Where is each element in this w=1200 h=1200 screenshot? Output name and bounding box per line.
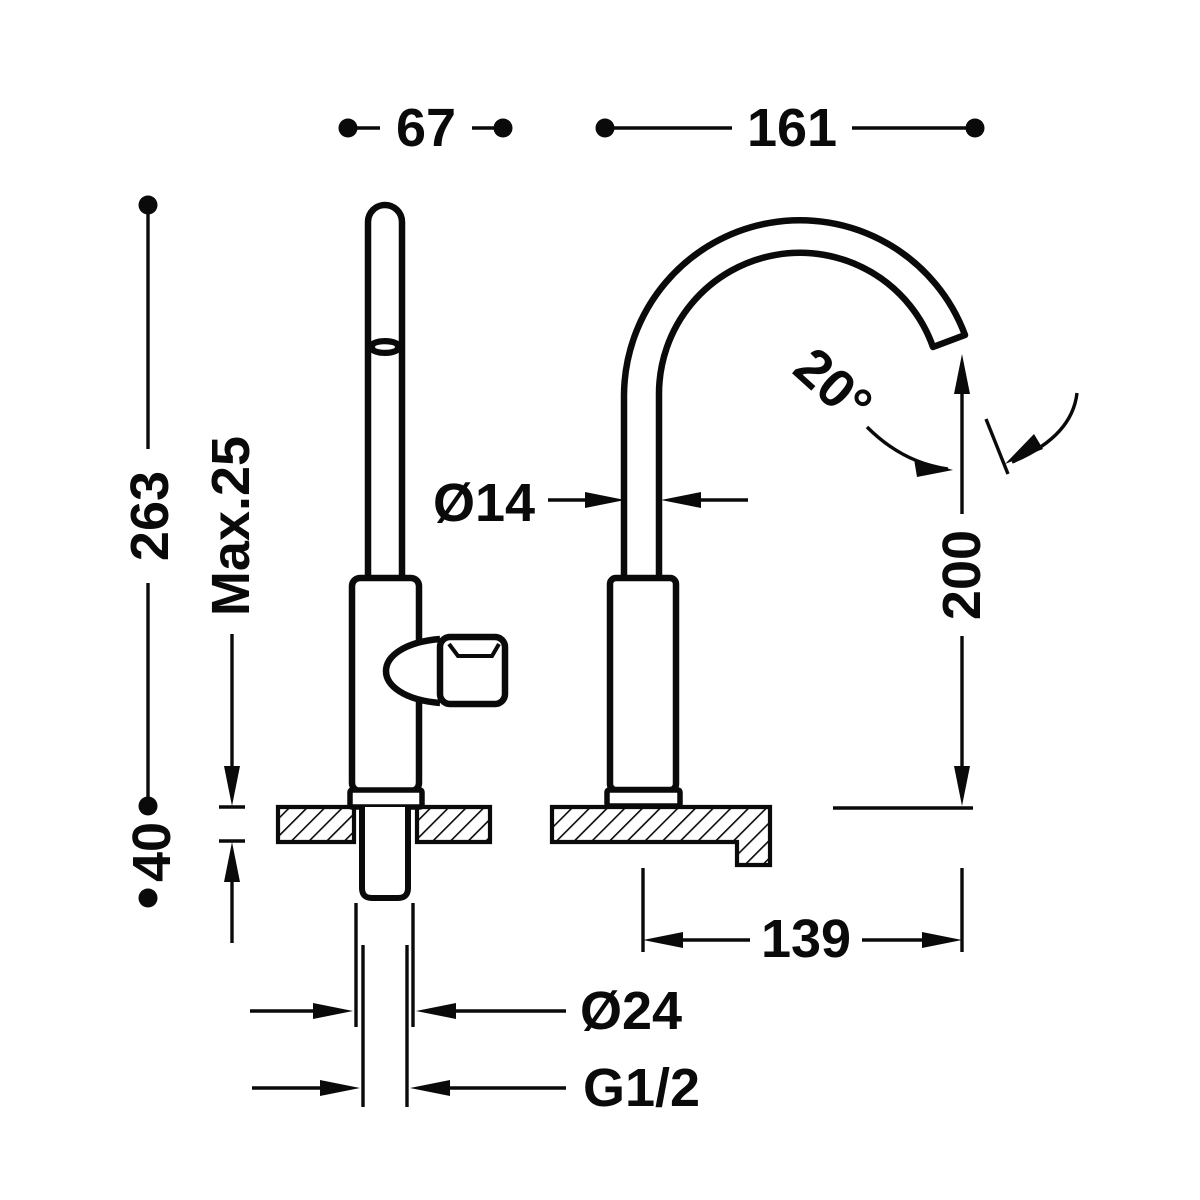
arrow-right bbox=[585, 492, 625, 508]
countertop-section-front-view bbox=[549, 804, 773, 868]
arrow-down bbox=[224, 766, 240, 806]
handle-bevel-line bbox=[447, 642, 501, 658]
dim-spout-height-label: 200 bbox=[932, 530, 992, 620]
arrow-left bbox=[410, 1080, 450, 1096]
dim-spout-outlet-height: 200 bbox=[833, 354, 992, 810]
arrow-right bbox=[313, 1003, 353, 1019]
gooseneck-spout bbox=[620, 217, 969, 580]
countertop-section-side-view bbox=[275, 804, 493, 845]
dim-endpoint-dot bbox=[138, 796, 158, 816]
faucet-body-front bbox=[606, 574, 680, 794]
dim-base-diameter: Ø24 bbox=[250, 903, 682, 1041]
dim-spout-reach: 139 bbox=[641, 868, 964, 969]
angle-arc-left bbox=[865, 425, 949, 471]
arrow-down bbox=[954, 766, 970, 806]
spout-tube-side bbox=[364, 201, 406, 580]
dim-endpoint-dot bbox=[138, 195, 158, 215]
arrow-left bbox=[643, 932, 683, 948]
dim-spout-tube-diameter: Ø14 bbox=[433, 473, 748, 533]
base-flange-side bbox=[347, 787, 425, 810]
dim-depth-label: 67 bbox=[396, 98, 456, 158]
counter-slab-with-edge-profile bbox=[549, 804, 773, 868]
angle-arrowhead-left bbox=[914, 459, 953, 477]
dim-depth: 67 bbox=[338, 98, 513, 158]
base-flange-front bbox=[604, 787, 683, 809]
threaded-shank bbox=[359, 807, 411, 901]
counter-slab-left-of-shank bbox=[275, 804, 357, 845]
dim-inlet-thread: G1/2 bbox=[252, 945, 700, 1118]
arrow-right bbox=[922, 932, 962, 948]
dim-shank-length: 40 bbox=[122, 822, 182, 908]
dim-height-above-deck: 263 bbox=[120, 195, 180, 816]
handle-joint bbox=[382, 635, 441, 707]
arrow-left bbox=[661, 492, 701, 508]
dim-reach-label: 139 bbox=[761, 909, 851, 969]
dim-spout-diameter-label: Ø14 bbox=[433, 473, 535, 533]
arrow-up bbox=[954, 354, 970, 394]
dim-overall-width-label: 161 bbox=[747, 98, 837, 158]
faucet-side-view bbox=[347, 201, 509, 901]
arrow-right bbox=[320, 1080, 360, 1096]
faucet-front-view bbox=[604, 217, 969, 809]
counter-slab-right-of-shank bbox=[414, 804, 493, 845]
dim-overall-width: 161 bbox=[595, 98, 985, 158]
aerator-slot bbox=[375, 344, 395, 350]
arrow-up bbox=[224, 842, 240, 882]
angle-reference-tick bbox=[984, 418, 1010, 475]
dim-base-diameter-label: Ø24 bbox=[580, 981, 682, 1041]
dim-height-label: 263 bbox=[120, 471, 180, 561]
angle-arrowhead-right bbox=[1005, 434, 1043, 464]
dim-shank-length-label: 40 bbox=[122, 822, 182, 882]
dim-angle-label: 20° bbox=[783, 336, 884, 435]
arrow-left bbox=[416, 1003, 456, 1019]
dim-endpoint-dot bbox=[138, 888, 158, 908]
dim-max-deck-thickness: Max.25 bbox=[201, 436, 261, 943]
dim-spout-tilt-angle: 20° bbox=[783, 336, 1079, 477]
dim-thread-label: G1/2 bbox=[583, 1058, 700, 1118]
dim-max-thickness-label: Max.25 bbox=[201, 436, 261, 616]
